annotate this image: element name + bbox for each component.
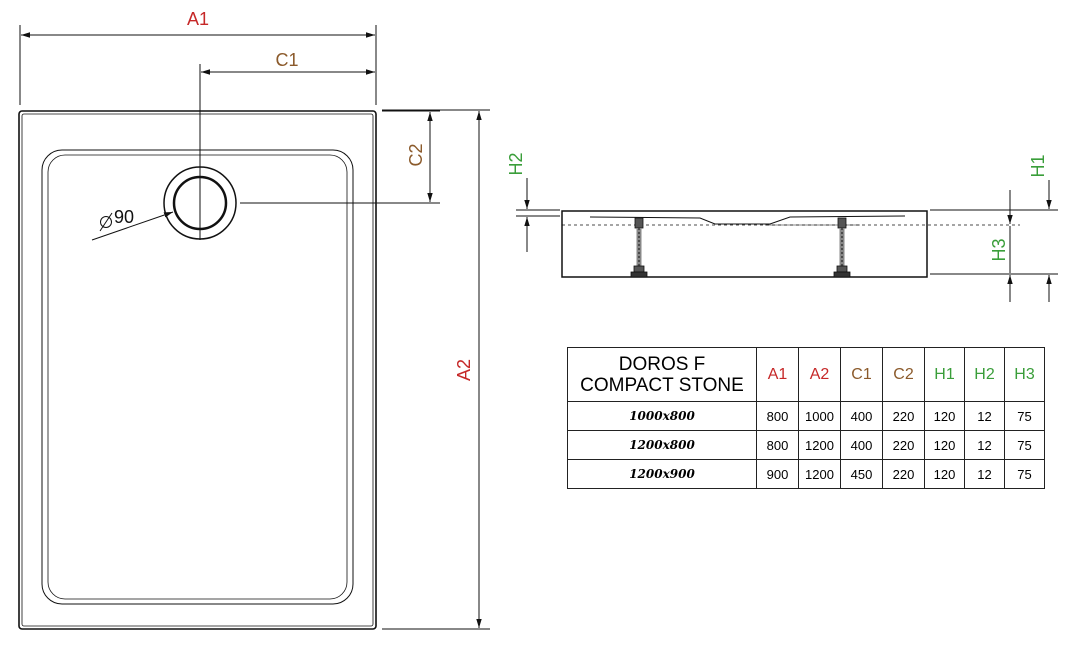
row-size: 1000x800 (567, 401, 757, 431)
tray-foot-right (833, 217, 851, 278)
dimension-a2 (382, 109, 490, 630)
table-title: DOROS F COMPACT STONE (567, 347, 757, 402)
tray-basin (41, 149, 354, 605)
dimension-c1 (199, 64, 375, 240)
dimension-a1 (19, 25, 377, 105)
table-cell: 120 (924, 430, 965, 460)
plan-view (18, 110, 377, 630)
table-cell: 12 (964, 430, 1005, 460)
table-cell: 900 (756, 459, 799, 489)
row-size: 1200x800 (567, 430, 757, 460)
dimension-h1 (930, 180, 1058, 302)
dimension-h2 (516, 178, 560, 252)
column-header: H2 (964, 347, 1005, 402)
label-c1: C1 (275, 50, 298, 70)
side-view (561, 210, 1020, 278)
column-header: A2 (798, 347, 841, 402)
tray-outline (18, 110, 377, 630)
table-cell: 800 (756, 401, 799, 431)
tray-basin-inner (47, 154, 348, 600)
column-header: H3 (1004, 347, 1045, 402)
column-header: A1 (756, 347, 799, 402)
table-cell: 75 (1004, 430, 1045, 460)
column-header: C2 (882, 347, 925, 402)
tray-rim (21, 113, 374, 627)
column-header: C1 (840, 347, 883, 402)
table-cell: 1200 (798, 430, 841, 460)
table-cell: 120 (924, 459, 965, 489)
dimension-c2 (240, 110, 440, 204)
drain-diameter-leader (91, 211, 174, 241)
table-cell: 12 (964, 401, 1005, 431)
table-title-line-1: DOROS F (618, 353, 706, 375)
table-cell: 120 (924, 401, 965, 431)
table-cell: 220 (882, 401, 925, 431)
table-cell: 800 (756, 430, 799, 460)
label-h3: H3 (989, 238, 1009, 261)
label-a2: A2 (454, 359, 474, 381)
table-cell: 12 (964, 459, 1005, 489)
label-drain-diameter: 90 (114, 207, 134, 227)
label-a1: A1 (187, 9, 209, 29)
tray-foot-left (630, 217, 648, 278)
label-h1: H1 (1028, 154, 1048, 177)
table-cell: 75 (1004, 401, 1045, 431)
table-cell: 400 (840, 401, 883, 431)
row-size: 1200x900 (567, 459, 757, 489)
table-header-row: DOROS F COMPACT STONE A1 A2 C1 C2 H1 H2 … (567, 347, 1045, 402)
dimensions-table: DOROS F COMPACT STONE A1 A2 C1 C2 H1 H2 … (567, 347, 1045, 489)
tray-side-body (561, 210, 928, 278)
table-cell: 75 (1004, 459, 1045, 489)
table-title-line-2: COMPACT STONE (580, 374, 744, 396)
table-cell: 450 (840, 459, 883, 489)
diameter-symbol-icon (100, 216, 112, 228)
table-cell: 400 (840, 430, 883, 460)
table-cell: 1200 (798, 459, 841, 489)
table-cell: 220 (882, 459, 925, 489)
label-h2: H2 (506, 152, 526, 175)
column-header: H1 (924, 347, 965, 402)
table-cell: 220 (882, 430, 925, 460)
table-cell: 1000 (798, 401, 841, 431)
tray-top-surface (589, 215, 906, 225)
label-c2: C2 (406, 143, 426, 166)
